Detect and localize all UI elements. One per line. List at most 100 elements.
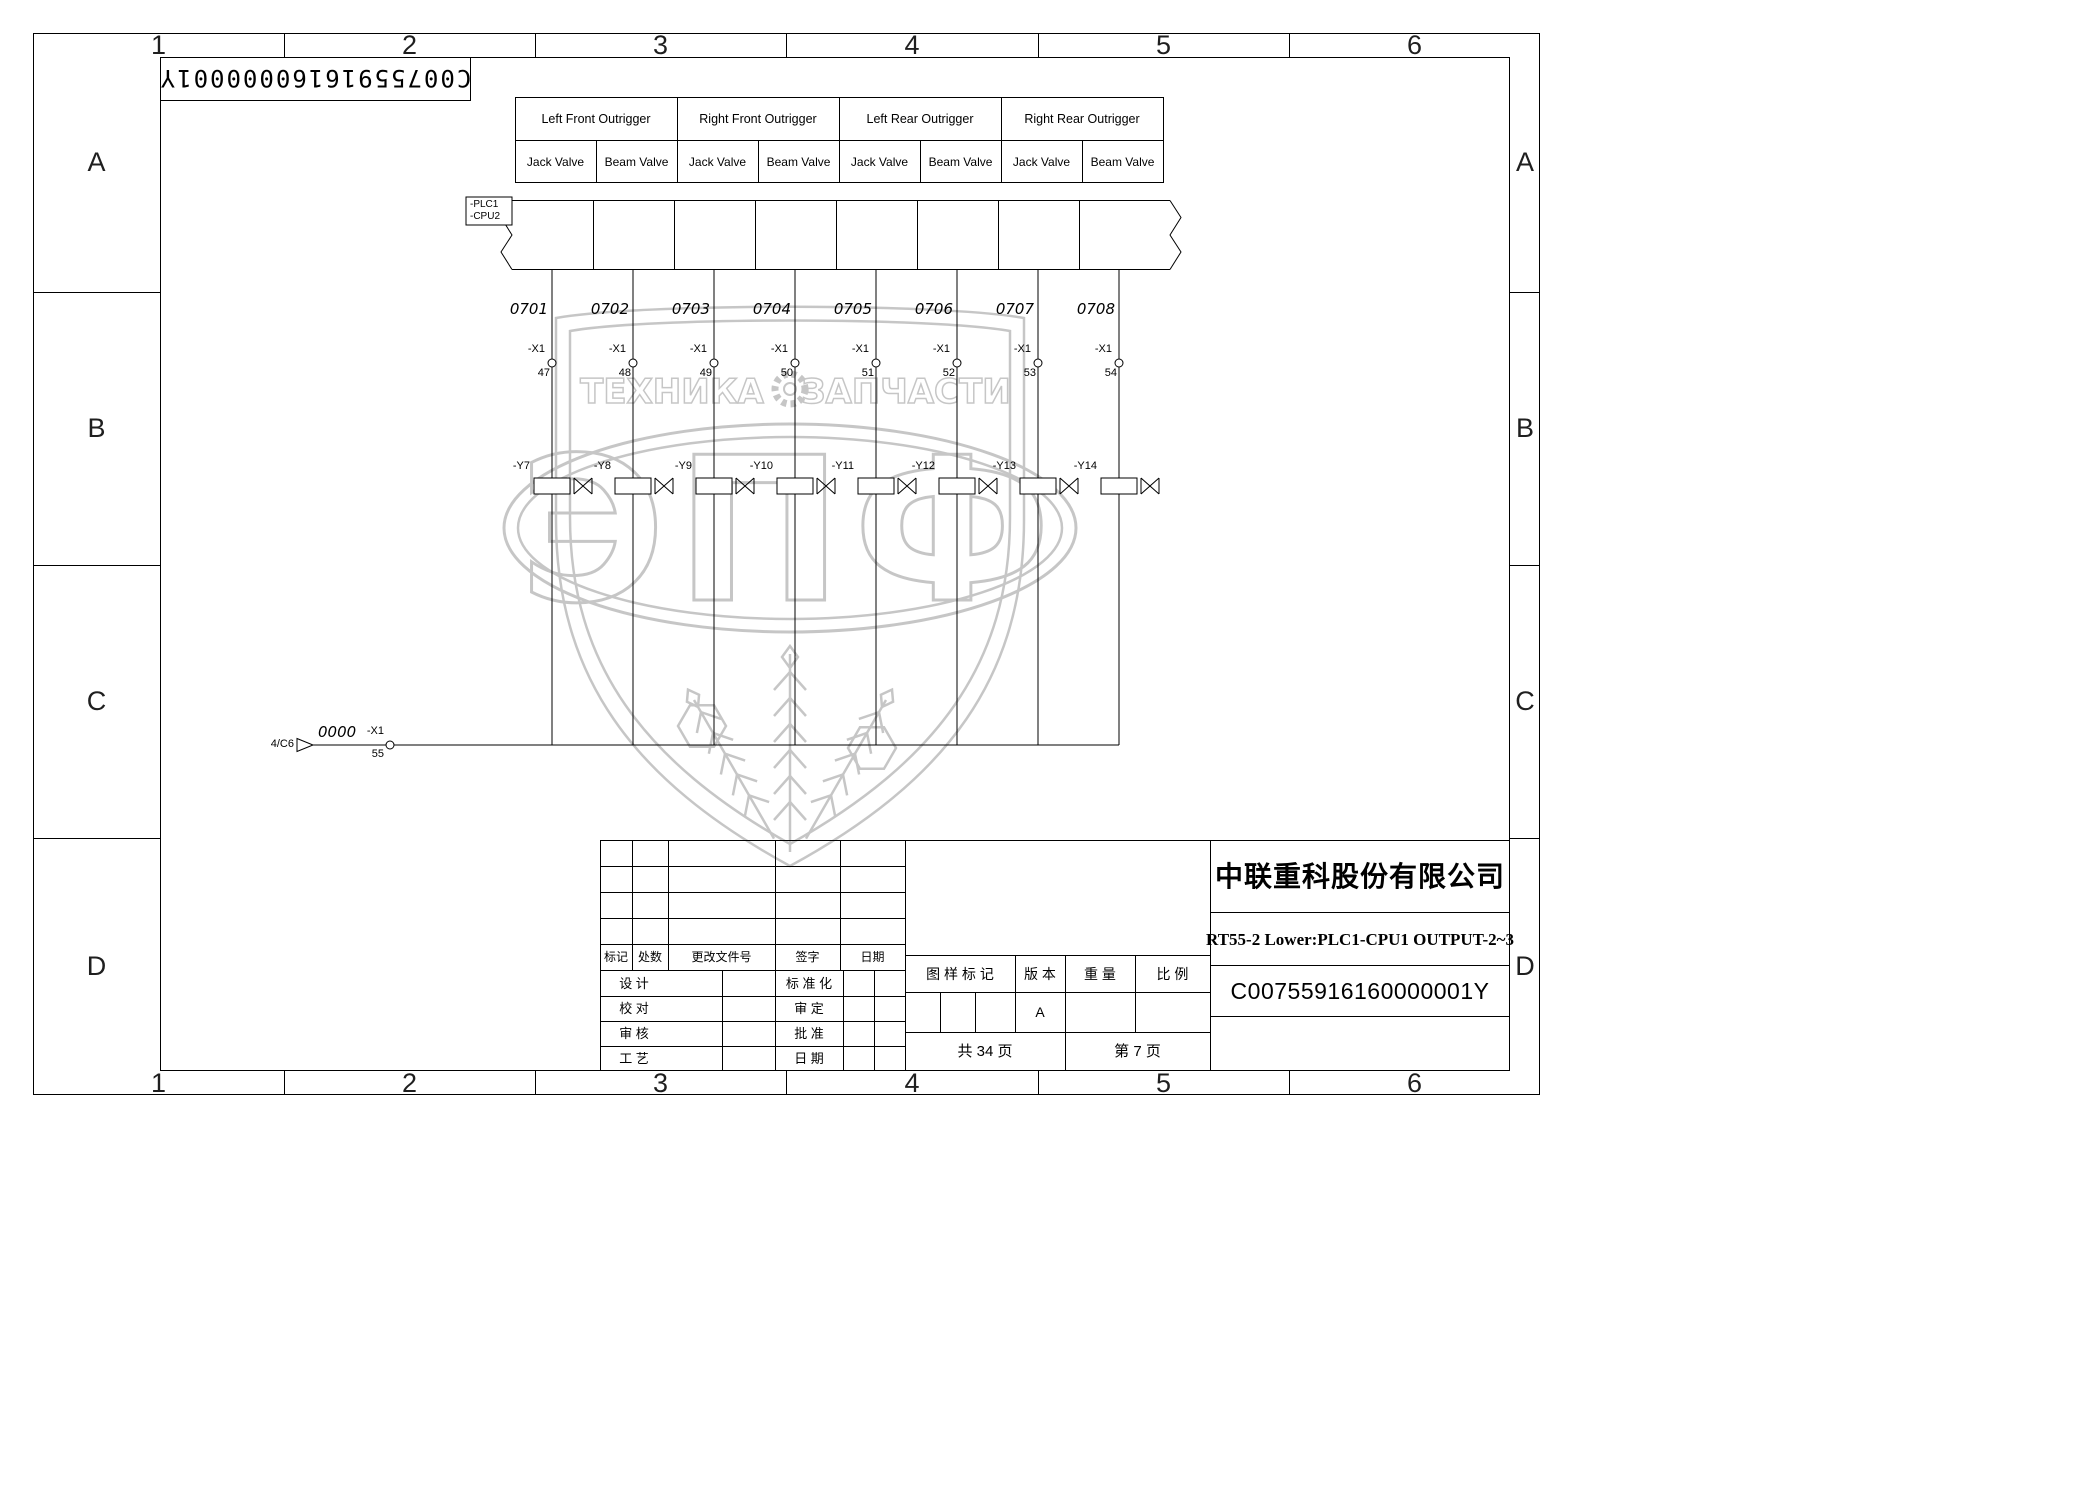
total-pages: 共 34 页 (957, 1042, 1013, 1060)
reference-arrow (296, 737, 315, 753)
cpu-name: -CPU2 (470, 211, 501, 222)
valve-symbol (1059, 477, 1079, 495)
terminal-label: -X1 (366, 725, 384, 737)
watermark-shield-outer (554, 305, 1026, 868)
valve-column-header: Beam Valve (604, 155, 669, 169)
channel-1 (533, 269, 593, 745)
terminal-label: -X1 (689, 343, 707, 355)
outrigger-group-header: Left Rear Outrigger (866, 111, 974, 126)
zone-row-label: C (86, 686, 107, 716)
terminal-label: -X1 (608, 343, 626, 355)
stamp-header-version: 版 本 (1024, 965, 1056, 982)
revision-header-date: 日期 (860, 950, 885, 964)
revision-header-signature: 签字 (795, 950, 820, 964)
valve-label: -Y11 (831, 460, 854, 472)
valve-symbol (654, 477, 674, 495)
zone-column-label: 4 (904, 29, 920, 60)
terminal-point (952, 358, 962, 368)
sign-row-label: 审 核 (619, 1026, 649, 1041)
valve-column-header: Beam Valve (1090, 155, 1155, 169)
frame-zone-ticks (33, 33, 1540, 1095)
terminal-pin: 53 (1023, 367, 1036, 379)
terminal-pin: 51 (861, 367, 874, 379)
valve-column-header: Jack Valve (1012, 155, 1071, 169)
bolt-hexagon-right (846, 725, 898, 771)
valve-label: -Y8 (593, 460, 611, 472)
zone-column-label: 5 (1155, 1067, 1172, 1098)
sign-row-label: 批 准 (794, 1026, 824, 1041)
terminal-point (709, 358, 719, 368)
valve-symbol (1140, 477, 1160, 495)
channel-7 (1019, 269, 1079, 745)
watermark-main-text: ЭПФ (519, 415, 1062, 648)
zone-column-label: 5 (1155, 29, 1172, 60)
wheat-left-ear (685, 687, 776, 840)
terminal-label: -X1 (851, 343, 869, 355)
common-bus (296, 737, 1119, 753)
terminal-point (871, 358, 881, 368)
mirrored-code-box (160, 57, 471, 101)
valve-column-header: Beam Valve (766, 155, 831, 169)
channel-2 (614, 269, 674, 745)
watermark-word-left: ТЕХНИКА (580, 372, 764, 412)
watermark-oval-inner (516, 435, 1064, 621)
solenoid-coil (1100, 477, 1138, 495)
cross-reference: 4/C6 (270, 738, 294, 750)
valve-symbol (573, 477, 593, 495)
sign-row-label: 审 定 (794, 1001, 824, 1016)
watermark-shield-inner (568, 319, 1012, 846)
valve-label: -Y10 (749, 460, 773, 472)
zone-column-label: 2 (401, 1067, 418, 1098)
zone-column-label: 1 (150, 29, 167, 60)
channel-4 (776, 269, 836, 745)
revision-header-docno: 更改文件号 (691, 950, 752, 964)
wire-number: 0000 (318, 723, 357, 741)
zone-row-label: C (1515, 686, 1535, 716)
solenoid-coil (776, 477, 814, 495)
valve-label: -Y14 (1073, 460, 1097, 472)
outrigger-group-header: Right Rear Outrigger (1024, 111, 1140, 126)
terminal-point (628, 358, 638, 368)
valve-column-header: Jack Valve (688, 155, 747, 169)
terminal-label: -X1 (1013, 343, 1031, 355)
terminal-label: -X1 (527, 343, 545, 355)
wire-number: 0706 (914, 300, 953, 318)
linework (33, 33, 1540, 1095)
terminal-pin: 50 (780, 367, 793, 379)
plc-cell-dividers (593, 200, 1080, 270)
watermark-word-right: ЗАПЧАСТИ (801, 372, 1010, 412)
zone-column-label: 1 (150, 1067, 167, 1098)
zone-row-label: D (86, 951, 107, 981)
terminal-label: -X1 (770, 343, 788, 355)
zone-column-label: 6 (1406, 29, 1423, 60)
valve-symbol (816, 477, 836, 495)
valve-column-header: Jack Valve (526, 155, 585, 169)
outrigger-group-header: Right Front Outrigger (699, 111, 817, 126)
valve-symbol (978, 477, 998, 495)
mirrored-drawing-code: C00755916160000001Y (158, 64, 472, 93)
revision-header-mark: 标记 (603, 950, 628, 964)
wire-number: 0705 (833, 300, 872, 318)
solenoid-coil (1019, 477, 1057, 495)
title-block-grid (600, 840, 1510, 1071)
terminal-label: -X1 (1094, 343, 1112, 355)
terminal-point (547, 358, 557, 368)
sign-row-label: 校 对 (619, 1001, 649, 1016)
gear-icon-hub (783, 382, 797, 396)
terminal-point (1114, 358, 1124, 368)
watermark-oval-outer (502, 422, 1078, 634)
drawing-number: C00755916160000001Y (1230, 977, 1490, 1004)
zone-row-label: A (87, 147, 106, 177)
zone-column-label: 4 (904, 1067, 920, 1098)
solenoid-coil (857, 477, 895, 495)
plc-device-label: -PLC1 -CPU2 (467, 199, 514, 225)
version-value: A (1035, 1004, 1045, 1020)
zone-row-label: B (1515, 413, 1534, 443)
plc-name: -PLC1 (470, 199, 499, 210)
zone-row-label: B (87, 413, 106, 443)
wire-number: 0703 (671, 300, 710, 318)
solenoid-coil (533, 477, 571, 495)
outrigger-group-header: Left Front Outrigger (541, 111, 651, 126)
